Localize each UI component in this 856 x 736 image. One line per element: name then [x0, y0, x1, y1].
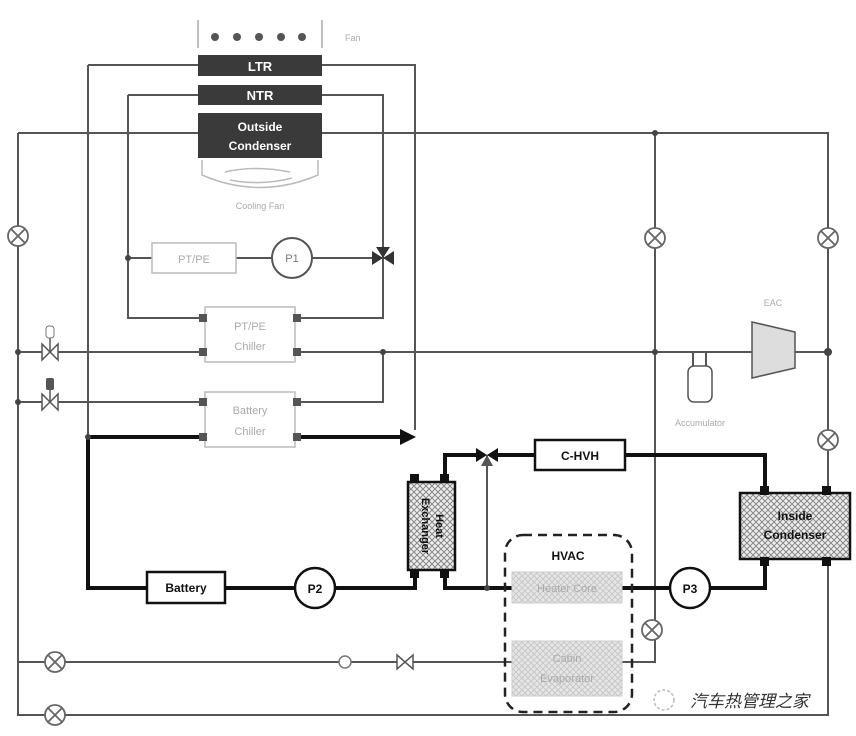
shutoff-valve-icon — [7, 225, 29, 247]
expansion-valve-icon — [41, 325, 59, 362]
shutoff-valve-icon — [817, 227, 839, 249]
eac-compressor: EAC — [751, 298, 796, 379]
pump-p2: P2 — [293, 566, 337, 610]
shutoff-valve-icon — [641, 619, 663, 641]
inside-condenser-label-2: Condenser — [764, 528, 827, 542]
outside-condenser-label-2: Condenser — [229, 139, 292, 153]
p1-label: P1 — [285, 253, 298, 265]
inside-condenser: Inside Condenser — [738, 486, 852, 566]
expansion-valve-icon — [41, 378, 59, 412]
c-hvh-heater: C-HVH — [533, 438, 627, 472]
p3-label: P3 — [683, 582, 698, 596]
pt-pe-chiller-label-2: Chiller — [234, 341, 266, 353]
bold-pipes — [86, 435, 767, 590]
hvac-module: HVAC Heater Core Cabin Evaporator — [503, 533, 634, 714]
fan: Fan — [197, 20, 361, 48]
eac-label: EAC — [764, 298, 783, 308]
junction-dots — [15, 130, 832, 591]
outside-condenser-label-1: Outside — [238, 120, 283, 134]
three-way-valve-icon — [476, 448, 498, 466]
battery-chiller: Battery Chiller — [199, 391, 301, 448]
fan-label: Fan — [345, 33, 361, 43]
check-valve-icon — [338, 655, 352, 669]
outside-condenser: Outside Condenser — [198, 113, 322, 158]
c-hvh-label: C-HVH — [561, 449, 599, 463]
shutoff-valve-icon — [44, 651, 66, 673]
inside-condenser-label-1: Inside — [778, 509, 813, 523]
pump-p1: P1 — [271, 237, 313, 279]
heat-exchanger-label-1: Heat — [433, 514, 445, 538]
shutoff-valves — [7, 225, 839, 726]
cabin-evaporator-label-1: Cabin — [553, 653, 582, 665]
pt-pe-chiller-label-1: PT/PE — [234, 321, 266, 333]
battery: Battery — [145, 570, 227, 605]
ntr-radiator: NTR — [198, 85, 322, 105]
ltr-label: LTR — [248, 59, 273, 74]
three-way-valve-icon — [372, 247, 394, 265]
pt-pe-component: PT/PE — [151, 242, 237, 274]
accumulator: Accumulator — [675, 352, 725, 428]
heat-exchanger-label-2: Exchanger — [419, 498, 431, 555]
cooling-fan-label: Cooling Fan — [236, 201, 285, 211]
cabin-evaporator: Cabin Evaporator — [511, 640, 623, 697]
shutoff-valve-icon — [644, 227, 666, 249]
wechat-icon — [653, 689, 675, 711]
shutoff-valve-icon — [44, 704, 66, 726]
cooling-fan: Cooling Fan — [201, 160, 319, 211]
heater-core-label: Heater Core — [537, 583, 597, 595]
flow-arrow-icon — [400, 429, 416, 445]
hvac-label: HVAC — [551, 549, 584, 563]
accumulator-label: Accumulator — [675, 418, 725, 428]
heat-exchanger: Heat Exchanger — [406, 474, 457, 578]
heater-core: Heater Core — [511, 571, 623, 604]
ntr-label: NTR — [247, 88, 274, 103]
cabin-evaporator-label-2: Evaporator — [540, 673, 594, 685]
battery-label: Battery — [165, 581, 207, 595]
pump-p3: P3 — [668, 566, 712, 610]
shutoff-valve-icon — [817, 429, 839, 451]
p2-label: P2 — [308, 582, 323, 596]
pt-pe-label: PT/PE — [178, 254, 210, 266]
watermark: 汽车热管理之家 — [653, 689, 811, 711]
expansion-valve-icon — [396, 653, 414, 671]
ltr-radiator: LTR — [198, 55, 322, 76]
battery-chiller-label-2: Chiller — [234, 426, 266, 438]
pt-pe-chiller: PT/PE Chiller — [199, 306, 301, 363]
thin-pipes — [17, 64, 829, 716]
battery-chiller-label-1: Battery — [233, 405, 268, 417]
watermark-text: 汽车热管理之家 — [690, 692, 811, 711]
